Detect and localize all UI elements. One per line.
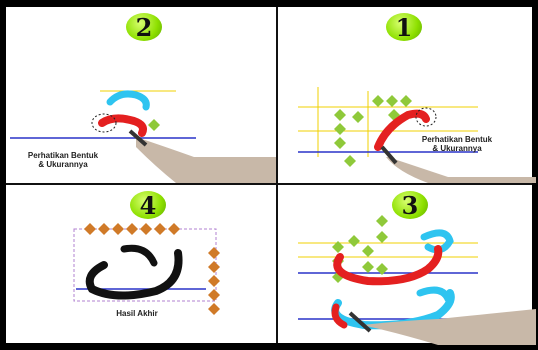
step-3-drawing (298, 215, 536, 345)
step-number-badge: 4 (130, 191, 166, 220)
caption-line-1: Perhatikan Bentuk (27, 151, 99, 160)
caption-line-2: & Ukurannya (38, 160, 88, 169)
step-number-badge: 2 (126, 13, 162, 42)
step-1-drawing (298, 87, 536, 183)
step-number-badge: 3 (392, 191, 428, 220)
horizontal-divider (6, 183, 532, 185)
panel-step-2: 2 Perhatikan Bentuk & Ukurannya (6, 7, 276, 183)
panel-step-1: 1 Perhatikan Bentuk & Uk (278, 7, 536, 183)
step-4-drawing (73, 223, 220, 315)
step-number-badge: 1 (386, 13, 422, 42)
illustration-frame: 2 Perhatikan Bentuk & Ukurannya 1 (2, 3, 536, 347)
caption-final-result: Hasil Akhir (116, 309, 158, 318)
caption-line-1: Perhatikan Bentuk (421, 135, 493, 144)
panel-step-3: 3 (278, 185, 536, 345)
vertical-divider (276, 7, 278, 343)
caption-line-2: & Ukurannya (432, 144, 482, 153)
step-2-drawing (10, 90, 276, 183)
panel-step-4: 4 Hasil Akhir (6, 185, 276, 345)
